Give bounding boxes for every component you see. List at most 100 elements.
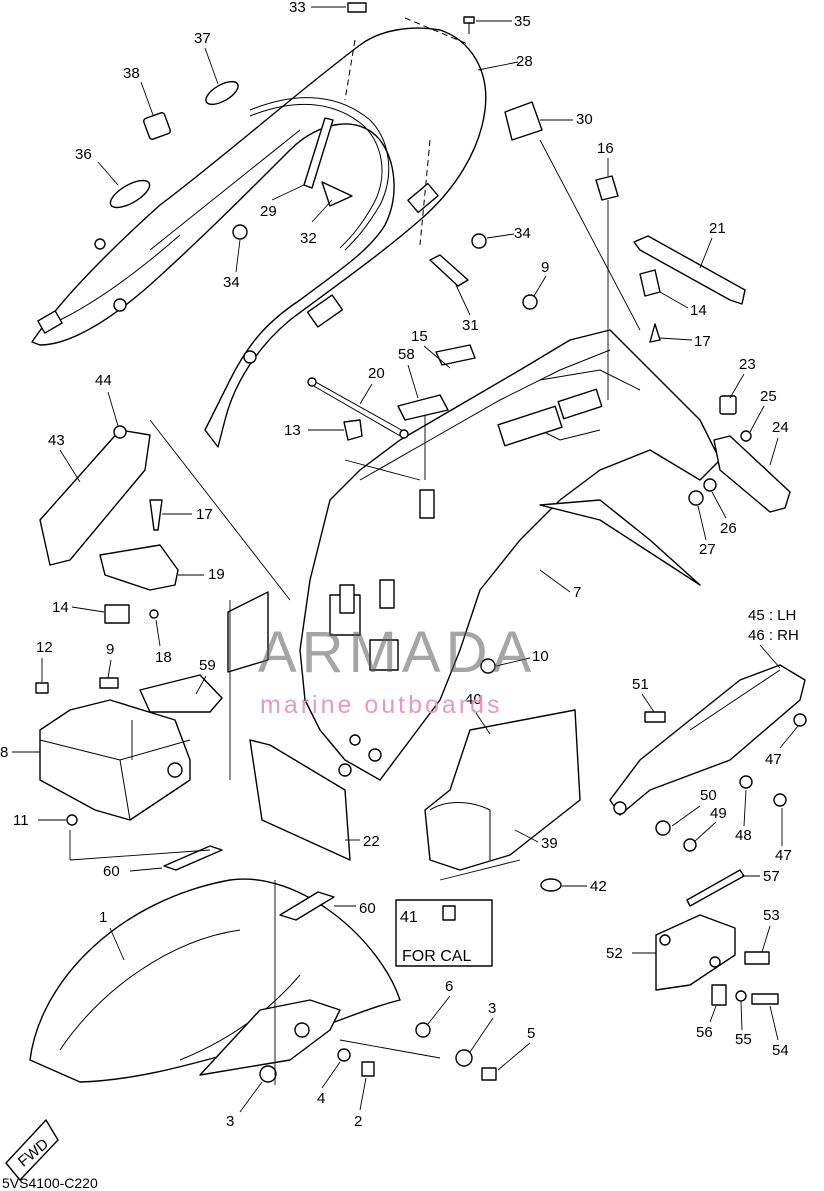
callout-52: 52	[606, 945, 623, 962]
callout-38: 38	[123, 65, 140, 82]
bolt-34a-part	[232, 224, 248, 240]
callout-47a: 47	[765, 751, 782, 768]
rod-20-part	[311, 379, 406, 433]
washer-48-part	[739, 775, 753, 789]
callout-22: 22	[363, 833, 380, 850]
bolt-47a-part	[793, 713, 807, 727]
for-cal-box: 41 FOR CAL	[395, 899, 493, 967]
strip-29-part	[303, 117, 334, 189]
callout-17a: 17	[196, 506, 213, 523]
for-cal-text: FOR CAL	[402, 948, 471, 965]
flap-22-part	[249, 739, 351, 861]
callout-25: 25	[760, 388, 777, 405]
callout-26: 26	[720, 520, 737, 537]
callout-24: 24	[772, 419, 789, 436]
screw-11-part	[66, 814, 78, 826]
pad-58-part	[397, 394, 449, 421]
callout-14b: 14	[690, 302, 707, 319]
bolt-9a-part	[522, 294, 538, 310]
seat-cowl-part	[31, 27, 487, 448]
cap-33-part	[347, 2, 367, 13]
rear-fender-part	[299, 329, 721, 781]
clip-13-part	[343, 419, 363, 441]
callout-21: 21	[709, 220, 726, 237]
callout-32: 32	[300, 230, 317, 247]
callout-37: 37	[194, 30, 211, 47]
callout-44: 44	[95, 372, 112, 389]
grommet-42-part	[540, 878, 562, 892]
callout-14a: 14	[52, 599, 69, 616]
callout-53: 53	[763, 907, 780, 924]
plate-24-part	[713, 435, 791, 513]
callout-7: 7	[573, 584, 581, 601]
callout-1: 1	[99, 909, 107, 926]
clip-17a-part	[149, 499, 163, 531]
cover-43-part	[39, 429, 151, 566]
washer-4-part	[337, 1048, 351, 1062]
nut-6-part	[415, 1022, 431, 1038]
callout-9b: 9	[106, 641, 114, 658]
nut-50-part	[655, 820, 671, 836]
washer-18-part	[149, 609, 159, 619]
callout-6: 6	[445, 978, 453, 995]
turn-signal-bracket-part	[609, 664, 806, 816]
strip-31-part	[429, 254, 469, 287]
callout-23: 23	[739, 356, 756, 373]
callout-3b: 3	[488, 1000, 496, 1017]
bolt-12-part	[35, 682, 49, 694]
label-lh: 45 : LH	[748, 607, 796, 624]
callout-labels: 33 35 37 28 38 30 36 16 29 32 21 34 9 34…	[0, 0, 799, 1130]
damper-16-part	[595, 175, 619, 201]
diagram-code: 5VS4100-C220	[2, 1175, 98, 1191]
screw-35-part	[463, 16, 475, 34]
bracket-19-part	[99, 544, 179, 591]
for-cal-number: 41	[400, 909, 418, 926]
callout-4: 4	[317, 1090, 325, 1107]
callout-55: 55	[735, 1031, 752, 1048]
callout-35: 35	[514, 13, 531, 30]
pad-32-part	[321, 181, 353, 207]
collar-4a-part	[294, 1022, 310, 1038]
callout-10: 10	[532, 648, 549, 665]
clip-44-part	[113, 425, 127, 439]
bolt-5-part	[481, 1067, 497, 1081]
screw-25-part	[740, 430, 752, 442]
callout-11: 11	[13, 812, 29, 829]
screw-53-part	[744, 951, 770, 965]
callout-34b: 34	[514, 225, 531, 242]
callout-15: 15	[411, 328, 428, 345]
callout-36: 36	[75, 146, 92, 163]
cap-36-part	[109, 179, 151, 209]
nut-26-part	[703, 478, 717, 492]
bolt-49-part	[683, 838, 697, 852]
collar-3a-part	[259, 1065, 277, 1083]
callout-2: 2	[354, 1113, 362, 1130]
bracket-14b-part	[639, 269, 661, 297]
collar-56-part	[711, 984, 727, 1006]
bolt-34b-part	[471, 233, 487, 249]
callout-48: 48	[735, 827, 752, 844]
callout-58: 58	[398, 346, 415, 363]
callout-33: 33	[289, 0, 306, 16]
callout-31: 31	[462, 317, 479, 334]
callout-16: 16	[597, 140, 614, 157]
callout-43: 43	[48, 432, 65, 449]
callout-19: 19	[208, 566, 225, 583]
flap-upper-part	[227, 591, 269, 673]
callout-27: 27	[699, 541, 716, 558]
callout-54: 54	[772, 1042, 789, 1059]
callout-29: 29	[260, 203, 277, 220]
callout-60a: 60	[103, 863, 120, 880]
callout-28: 28	[516, 53, 533, 70]
decal-60b-part	[279, 891, 335, 921]
pad-15-part	[435, 344, 476, 366]
collar-3b-part	[455, 1049, 473, 1067]
callout-30: 30	[576, 111, 593, 128]
bolt-9b-part	[99, 677, 119, 689]
bracket-52-part	[655, 914, 736, 991]
fwd-arrow-icon: FWD	[5, 1119, 59, 1181]
watermark-brand: ARMADA	[258, 620, 536, 685]
label-rh: 46 : RH	[748, 627, 799, 644]
callout-12: 12	[36, 639, 53, 656]
callout-59: 59	[199, 657, 216, 674]
